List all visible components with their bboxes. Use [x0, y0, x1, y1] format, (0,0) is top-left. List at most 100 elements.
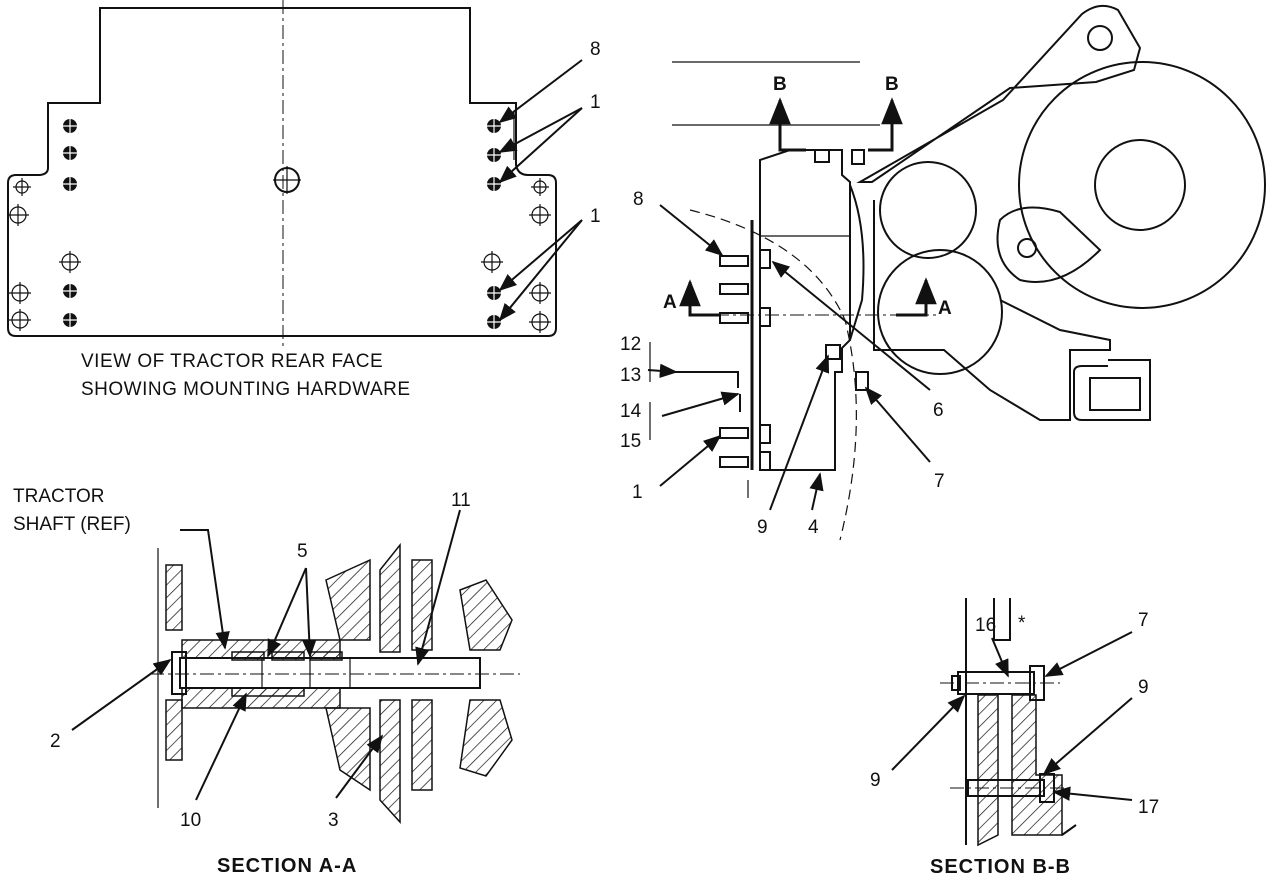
leader-9-bb-left — [891, 694, 966, 771]
section-a-arrow-left — [679, 279, 720, 317]
bearing-1 — [231, 651, 265, 661]
housing-lower-wall — [325, 707, 371, 792]
callout-4: 4 — [808, 517, 819, 538]
section-bb: 16 * 7 9 9 17 SECTION B-B — [870, 598, 1159, 878]
callout-11: 11 — [451, 490, 471, 511]
bolt-stack-icon — [719, 249, 771, 471]
tractor-wall-hatch — [165, 564, 183, 631]
left-mounting-bolts-icon — [60, 116, 80, 330]
leader-1-rear-c — [498, 219, 583, 292]
rear-face-outline — [7, 7, 557, 337]
section-mark-b-right: B — [885, 74, 899, 95]
section-bb-title: SECTION B-B — [930, 856, 1071, 878]
ref-label-line2: SHAFT (REF) — [13, 514, 131, 535]
gear-hatch-lower — [459, 699, 513, 777]
leader-14-15 — [661, 391, 740, 417]
leader-8-rear — [498, 59, 583, 124]
bb-left-plate — [977, 694, 999, 847]
lower-sprocket-circle — [877, 249, 1003, 375]
section-aa: TRACTOR SHAFT (REF) 5 11 2 10 3 SECTION … — [13, 486, 520, 877]
housing-flange — [849, 184, 865, 341]
callout-9-bb-right: 9 — [1138, 677, 1149, 698]
leader-7-side — [864, 386, 931, 463]
idler-pin-circle — [1017, 238, 1037, 258]
section-mark-b-left: B — [773, 74, 787, 95]
callout-7-side: 7 — [934, 471, 945, 492]
leader-4 — [809, 472, 824, 511]
callout-5: 5 — [297, 541, 308, 562]
section-a-arrow-right — [896, 277, 937, 317]
leader-7-bb — [1044, 631, 1133, 677]
leader-9-side — [769, 354, 830, 511]
callout-1-rear-upper: 1 — [590, 92, 601, 113]
flange-upper — [411, 559, 433, 651]
tractor-wall-hatch-lower — [165, 699, 183, 761]
flange-lower — [411, 699, 433, 791]
section-aa-title: SECTION A-A — [217, 855, 357, 877]
callout-15: 15 — [620, 431, 641, 452]
bb-top-profile — [993, 598, 1011, 641]
callout-asterisk: * — [1018, 613, 1026, 634]
rear-face-caption-line1: VIEW OF TRACTOR REAR FACE — [81, 351, 383, 372]
leader-5a — [267, 567, 307, 658]
housing-upper-wall — [325, 558, 371, 641]
leader-3 — [335, 734, 384, 799]
callout-6: 6 — [933, 400, 944, 421]
leader-2 — [71, 658, 172, 731]
coupling-lower — [379, 699, 401, 824]
leader-6 — [771, 260, 931, 391]
ref-label-line1: TRACTOR — [13, 486, 104, 507]
bearing-lower — [231, 687, 305, 697]
idler-arm — [996, 206, 1102, 283]
leader-1-side — [659, 434, 722, 487]
leader-16 — [991, 637, 1009, 678]
leader-12-13 — [647, 363, 678, 379]
leader-ref-shaft — [180, 529, 230, 650]
rear-face-caption-line2: SHOWING MOUNTING HARDWARE — [81, 379, 411, 400]
leader-17 — [1052, 786, 1133, 801]
tractor-shaft — [179, 657, 481, 689]
callout-3: 3 — [328, 810, 339, 831]
callout-2: 2 — [50, 731, 61, 752]
bearing-2 — [271, 651, 305, 661]
callout-16: 16 — [975, 615, 996, 636]
large-gear-circle — [1018, 61, 1266, 309]
section-mark-a-left: A — [663, 292, 677, 313]
coupling-upper — [379, 542, 401, 653]
callout-17: 17 — [1138, 797, 1159, 818]
callout-8-rear: 8 — [590, 39, 601, 60]
gear-hatch — [459, 579, 513, 651]
retaining-ring — [171, 651, 187, 695]
hub-circle — [1094, 139, 1186, 231]
section-b-arrow-left — [769, 97, 806, 152]
bearing-3 — [309, 651, 343, 661]
bb-slope — [1061, 824, 1077, 836]
callout-12: 12 — [620, 334, 641, 355]
mounting-foot — [1073, 359, 1151, 421]
capscrew-detail-icon — [814, 149, 869, 391]
section-mark-a-right: A — [938, 298, 952, 319]
tractor-lower-body — [873, 200, 1111, 421]
leader-9-bb-right — [1042, 697, 1133, 776]
hidden-line-arc — [689, 209, 857, 541]
lifting-eye — [1087, 25, 1113, 51]
side-view: A A B B 8 12 13 14 15 1 9 4 6 7 — [620, 4, 1266, 541]
left-open-holes-icon — [7, 178, 81, 331]
section-b-arrow-right — [868, 97, 903, 152]
mounting-foot-inner — [1089, 377, 1141, 411]
right-mounting-bolts-icon — [484, 116, 504, 332]
adapter-housing-outline — [759, 149, 851, 471]
callout-8-side: 8 — [633, 189, 644, 210]
callout-7-bb: 7 — [1138, 610, 1149, 631]
upper-sprocket-circle — [879, 161, 977, 259]
callout-9-bb-left: 9 — [870, 770, 881, 791]
leader-11 — [415, 509, 461, 666]
leader-1-rear-d — [498, 219, 583, 322]
callout-13: 13 — [620, 365, 641, 386]
callout-10: 10 — [180, 810, 201, 831]
leader-10 — [195, 692, 247, 801]
rear-face-view: 8 1 1 VIEW OF TRACTOR REAR FACE SHOWING … — [7, 0, 601, 400]
leader-5b — [302, 567, 317, 658]
bb-right-plate — [1011, 694, 1063, 836]
